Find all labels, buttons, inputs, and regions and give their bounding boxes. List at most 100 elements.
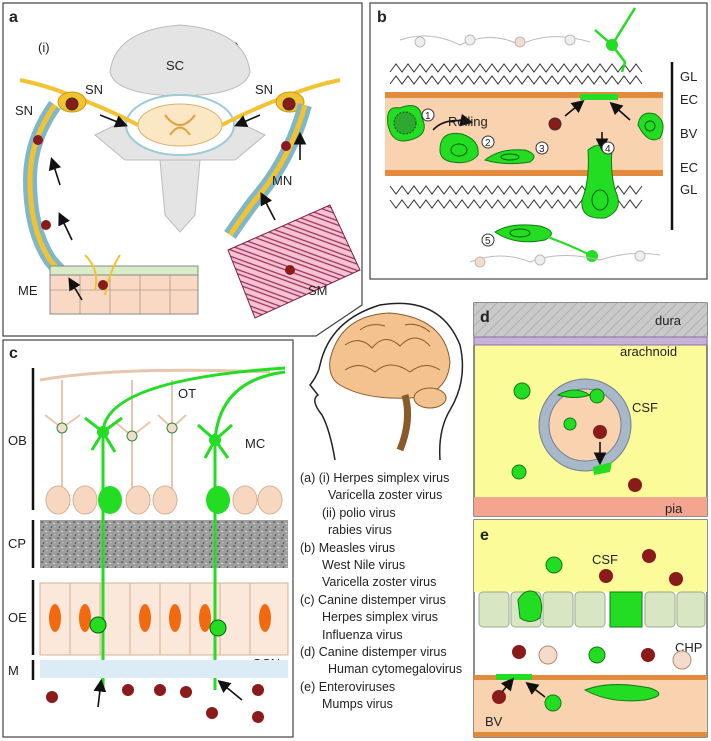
label-csf-e: CSF (592, 552, 618, 567)
faint-neurons-bottom (469, 250, 661, 268)
mitral-soma-2 (209, 434, 221, 446)
panel-c-viruses (46, 684, 264, 723)
panel-d-viruses (593, 425, 642, 492)
arachnoid-layer (473, 336, 708, 346)
panel-a-letter: a (9, 9, 18, 26)
legend-item: Influenza virus (322, 627, 403, 642)
panel-d-leukocytes (511, 382, 605, 480)
olfactory-tract (39, 368, 271, 382)
label-bv-e: BV (485, 714, 503, 729)
dura-layer (474, 303, 707, 337)
panel-c-letter: c (9, 345, 18, 362)
infected-chp-cell (609, 591, 643, 628)
panel-e-letter: e (480, 527, 489, 544)
glomeruli (45, 485, 283, 515)
label-sn-left: SN (15, 103, 33, 118)
glia-top (389, 63, 643, 85)
sensory-endings (84, 254, 121, 296)
panel-a-viruses (33, 97, 296, 290)
infected-glomerulus-1 (98, 486, 122, 514)
label-sm: SM (308, 283, 328, 298)
label-ob: OB (8, 433, 27, 448)
faint-neurons-top (399, 34, 591, 48)
infected-wall-cell (593, 462, 612, 475)
label-ec-top: EC (680, 92, 698, 107)
step-5: 5 (485, 236, 491, 247)
label-sn-top-left: SN (85, 82, 103, 97)
label-bv: BV (680, 126, 698, 141)
endothelium-bottom (385, 170, 663, 176)
label-sn-top-right: SN (255, 82, 273, 97)
epithelium-surface (49, 265, 199, 276)
mucus-layer (40, 660, 288, 678)
infected-endothelial-cell (580, 94, 618, 100)
stroma-cells (512, 645, 692, 670)
infected-glomerulus-2 (206, 486, 230, 514)
panel-d: d dura arachnoid CSF pia (473, 302, 708, 517)
legend-item: (a) (i) Herpes simplex virus (300, 471, 450, 485)
spinous-process (159, 159, 201, 233)
olfactory-epithelium (39, 582, 289, 656)
label-arachnoid: arachnoid (620, 344, 677, 359)
legend-item: Herpes simplex virus (322, 610, 439, 625)
label-sc: SC (166, 58, 184, 73)
endothelium-top (385, 92, 663, 98)
step-markers: 1 2 3 4 5 (421, 108, 615, 247)
legend-item: Human cytomegalovirus (328, 662, 463, 677)
supporting-cell-nuclei (49, 604, 271, 632)
label-ec-bottom: EC (680, 160, 698, 175)
label-dura: dura (655, 313, 682, 328)
step-2: 2 (485, 138, 491, 149)
legend-item: Mumps virus (322, 697, 393, 712)
panel-c-arrows (93, 678, 243, 708)
mitral-soma-1 (97, 426, 109, 438)
faint-mitral-cells (44, 380, 187, 495)
label-ot: OT (178, 386, 196, 401)
legend-item: Varicella zoster virus (328, 488, 443, 503)
faint-mitral-somata (56, 422, 178, 442)
label-csf-d: CSF (632, 400, 658, 415)
legend-item: (ii) polio virus (322, 505, 396, 520)
legend-item: rabies virus (328, 523, 392, 538)
infected-endothelium-e (496, 674, 532, 680)
head-illustration (309, 302, 464, 461)
virus-legend: (a) (i) Herpes simplex virus Varicella z… (300, 470, 470, 714)
brain-gyri (344, 323, 441, 373)
panel-e: e CSF CHP BV (473, 519, 708, 738)
infected-osn-2 (209, 619, 227, 637)
vessel-wall-e-bottom (474, 732, 707, 737)
step-4: 4 (605, 144, 611, 155)
legend-item: West Nile virus (322, 558, 406, 573)
chp-epithelium (478, 591, 706, 628)
panel-b-virus (548, 117, 562, 131)
green-neuron-top (594, 7, 637, 73)
green-mitral-cells (84, 366, 286, 495)
label-gl-bottom: GL (680, 182, 697, 197)
legend-item: Varicella zoster virus (322, 575, 437, 590)
label-m: M (8, 663, 19, 678)
panel-e-arrows (500, 677, 546, 698)
legend-item: (e) Enteroviruses (300, 679, 396, 694)
step-3: 3 (539, 144, 545, 155)
label-me: ME (18, 283, 38, 298)
panel-e-cells (492, 549, 683, 712)
legend-item: (b) Measles virus (300, 540, 396, 555)
skeletal-muscle (227, 204, 361, 319)
panel-d-letter: d (480, 309, 490, 326)
legend-item: (d) Canine distemper virus (300, 645, 447, 660)
label-gl-top: GL (680, 69, 697, 84)
brain (329, 312, 451, 399)
brain-stem (396, 394, 412, 452)
label-mn: MN (272, 173, 292, 188)
panel-a: a (i) (ii) SC SN SN SN MN SM (2, 2, 363, 337)
gray-matter (164, 114, 196, 136)
label-oe: OE (8, 610, 27, 625)
vessel-wall-e-top (474, 675, 707, 680)
label-cp: CP (8, 536, 26, 551)
cribriform-plate (40, 520, 288, 568)
infected-osn-1 (89, 616, 107, 634)
panel-a-arrows (48, 114, 307, 301)
label-pia: pia (665, 501, 683, 516)
cerebellum (413, 387, 447, 409)
panel-a-sub-i: (i) (38, 40, 50, 55)
